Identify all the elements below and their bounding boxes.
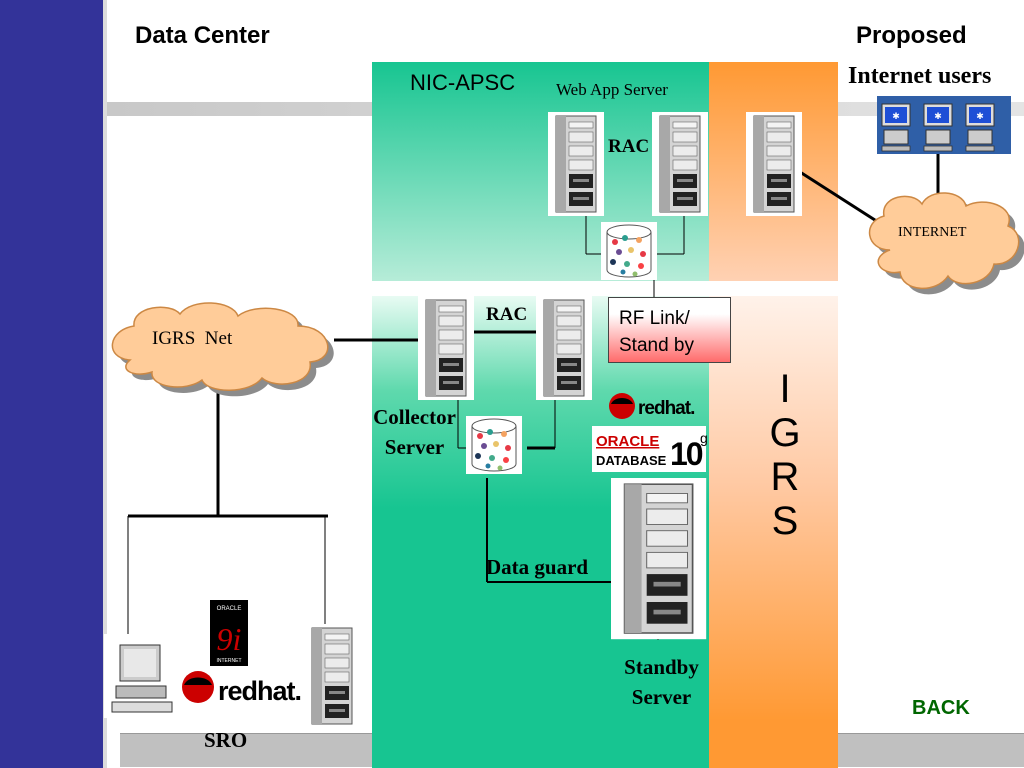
standby-label-line-2: Server	[631, 685, 692, 709]
svg-text:redhat.: redhat.	[638, 398, 694, 419]
internet-cloud-label: INTERNET	[898, 225, 967, 240]
svg-text:ORACLE: ORACLE	[217, 606, 242, 612]
svg-text:redhat.: redhat.	[218, 676, 301, 706]
slide-title-right: Proposed	[856, 22, 967, 49]
web-database-icon	[600, 221, 658, 281]
rf-link-line-1: RF Link/	[619, 308, 690, 329]
standby-server-icon	[610, 477, 708, 641]
rac-label-middle: RAC	[486, 304, 528, 325]
left-bar-shadow	[103, 0, 107, 768]
left-accent-bar	[0, 0, 103, 768]
rf-link-standby-box: RF Link/ Stand by	[608, 297, 731, 363]
igrs-letter-s: S	[771, 499, 799, 543]
svg-text:g: g	[700, 430, 708, 446]
collector-label-line-1: Collector	[373, 405, 456, 429]
igrs-letter-i: I	[779, 367, 791, 411]
web-app-server-label: Web App Server	[556, 80, 668, 99]
oracle-9i-logo: ORACLE 9i INTERNET	[210, 600, 248, 666]
rac-label-top: RAC	[608, 136, 650, 157]
user-pc-1-icon	[877, 99, 915, 155]
web-app-server-1-icon	[547, 111, 605, 217]
igrs-net-cloud-icon	[111, 302, 334, 397]
redhat-logo-bottom: redhat.	[182, 671, 302, 706]
web-app-server-2-icon	[651, 111, 709, 217]
svg-text:DATABASE: DATABASE	[596, 453, 667, 468]
back-link[interactable]: BACK	[912, 697, 970, 719]
svg-text:INTERNET: INTERNET	[217, 658, 242, 664]
slide-title-left: Data Center	[135, 22, 270, 49]
igrs-letter-g: G	[769, 411, 801, 455]
collector-server-label: Collector Server	[357, 402, 472, 462]
redhat-logo-top: redhat.	[609, 393, 695, 419]
data-guard-label: Data guard	[486, 555, 589, 579]
collector-label-line-2: Server	[384, 435, 445, 459]
standby-server-label: Standby Server	[604, 652, 719, 712]
nic-apsc-label: NIC-APSC	[410, 70, 516, 95]
svg-text:ORACLE: ORACLE	[596, 433, 659, 450]
igrs-panel-bottom	[709, 296, 838, 768]
collector-server-2-icon	[535, 295, 593, 401]
igrs-net-label: IGRS Net	[152, 328, 233, 349]
igrs-vertical-label: I G R S	[765, 367, 805, 543]
internet-cloud-icon	[868, 192, 1024, 295]
svg-text:10: 10	[670, 436, 703, 472]
sro-label: SRO	[204, 728, 248, 752]
igrs-web-server-icon	[745, 111, 803, 217]
standby-label-line-1: Standby	[624, 655, 699, 679]
rf-link-line-2: Stand by	[619, 335, 694, 356]
collector-server-1-icon	[417, 295, 475, 401]
user-pc-3-icon	[961, 99, 999, 155]
sro-workstation-icon	[104, 634, 176, 718]
sro-server-icon	[303, 623, 361, 729]
user-pc-2-icon	[919, 99, 957, 155]
oracle-10g-logo: ORACLE DATABASE 10 g	[592, 426, 708, 472]
igrs-letter-r: R	[770, 455, 800, 499]
svg-text:9i: 9i	[217, 621, 242, 657]
internet-users-label: Internet users	[848, 63, 992, 89]
connection-lines	[127, 150, 940, 640]
collector-database-icon	[465, 415, 523, 475]
